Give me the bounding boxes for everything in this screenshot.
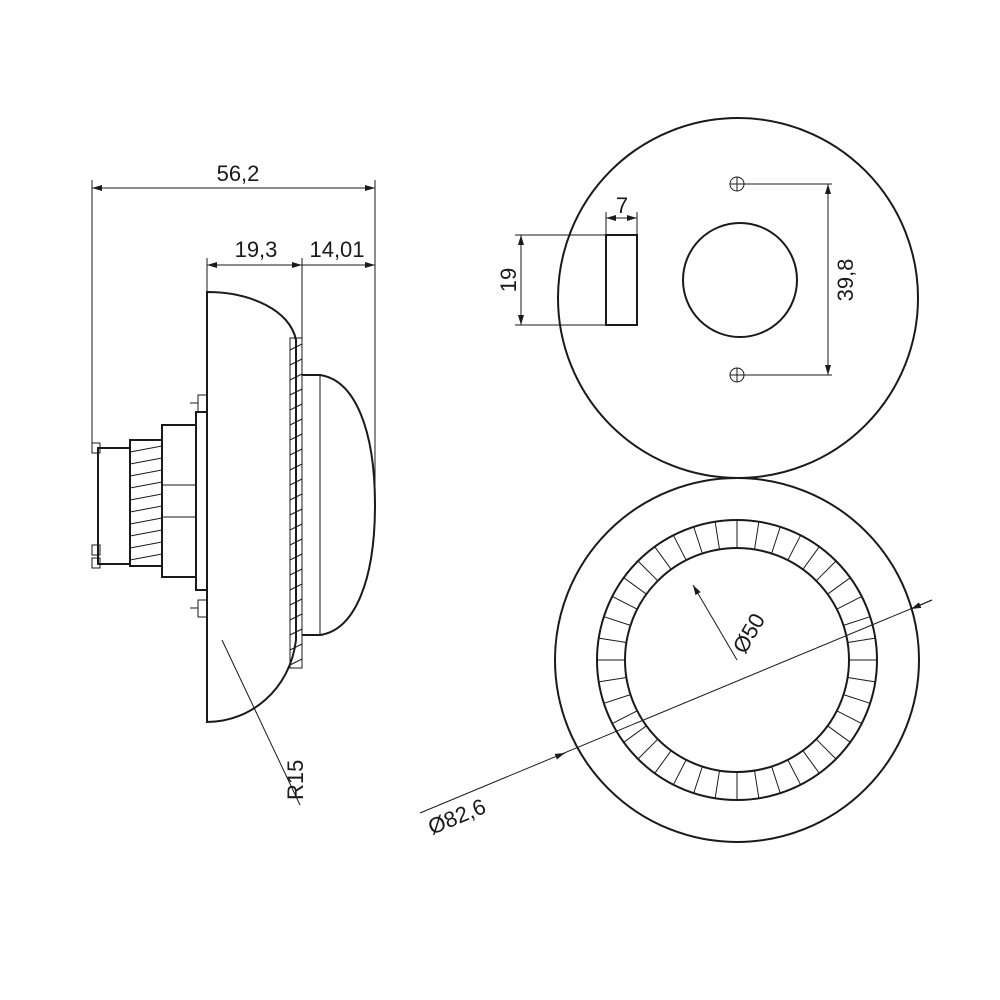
knurl-spoke (754, 770, 760, 799)
dim-inner-diameter: Ø50 (728, 609, 770, 658)
dim-overall-length: 56,2 (217, 161, 260, 186)
knurl-spoke (827, 577, 851, 595)
knurl-spoke (603, 694, 631, 704)
dim-hole-spacing: 39,8 (833, 259, 858, 302)
dim-outer-diameter: Ø82,6 (424, 794, 489, 840)
knurl-spoke (654, 546, 672, 570)
knurl-spoke (637, 560, 659, 582)
dome-lens (302, 374, 377, 636)
knurl-spoke (754, 521, 760, 550)
knurl-spoke (612, 595, 638, 610)
knurl-spoke (693, 526, 703, 554)
knurl-spoke (623, 725, 647, 743)
center-hole (682, 222, 798, 338)
knurl-spoke (654, 750, 672, 774)
radius-leader (221, 639, 301, 806)
knurl-spoke (637, 738, 659, 760)
knurl-spoke (802, 546, 820, 570)
front-outer-circle (554, 477, 920, 843)
flange-body (206, 290, 297, 724)
mounting-hole-bottom (729, 367, 745, 383)
knurl-spoke (802, 750, 820, 774)
knurl-spoke (771, 766, 781, 794)
knurl-lines (289, 343, 303, 666)
front-view: Ø50 Ø82,6 (419, 477, 933, 843)
knurl-spoke (836, 710, 862, 725)
knurl-spoke (771, 526, 781, 554)
knurl-spoke (787, 535, 802, 561)
side-view: 56,2 19,3 14,01 R15 (91, 161, 377, 806)
dim-slot-height: 19 (496, 268, 521, 292)
hex-nut (161, 424, 197, 578)
knurl-spoke (827, 725, 851, 743)
dim-dome-depth: 14,01 (309, 237, 364, 262)
knurl-spokes (597, 520, 877, 800)
back-outer-circle (557, 117, 919, 479)
dim-slot-width: 7 (616, 193, 628, 218)
knurl-spoke (847, 677, 876, 683)
knurl-spoke (815, 738, 837, 760)
knurl-spoke (623, 577, 647, 595)
knurl-spoke (612, 710, 638, 725)
knurl-spoke (672, 759, 687, 785)
knurl-spoke (836, 595, 862, 610)
knurl-spoke (843, 694, 871, 704)
mounting-bolts (190, 394, 208, 618)
knurl-spoke (603, 616, 631, 626)
back-view: 39,8 7 19 (496, 117, 919, 479)
knurl-spoke (843, 616, 871, 626)
knurl-spoke (714, 770, 720, 799)
mounting-hole-top (729, 176, 745, 192)
knurl-spoke (693, 766, 703, 794)
knurl-spoke (672, 535, 687, 561)
knurled-ring (289, 337, 303, 669)
knurl-spoke (598, 637, 627, 643)
back-plate (195, 411, 208, 591)
knurl-spoke (847, 637, 876, 643)
dim-body-depth: 19,3 (235, 237, 278, 262)
knurl-spoke (598, 677, 627, 683)
knurl-spoke (714, 521, 720, 550)
slot (605, 234, 638, 326)
knurl-spoke (787, 759, 802, 785)
knurl-spoke (815, 560, 837, 582)
connector (97, 447, 131, 565)
thread-lines (129, 445, 163, 561)
dim-dome-radius: R15 (283, 760, 308, 800)
